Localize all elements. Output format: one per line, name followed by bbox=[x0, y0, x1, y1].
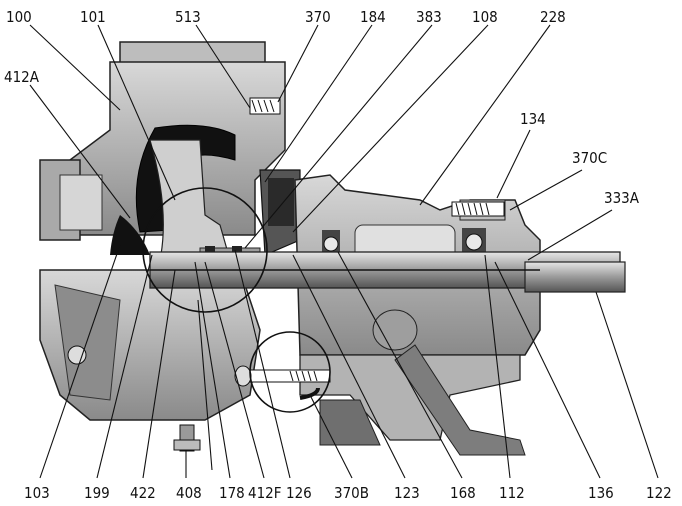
label-370B: 370B bbox=[334, 484, 369, 502]
label-123: 123 bbox=[394, 484, 420, 502]
flow-arrow bbox=[299, 387, 320, 400]
studs bbox=[67, 97, 505, 452]
label-122: 122 bbox=[646, 484, 672, 502]
label-136: 136 bbox=[588, 484, 614, 502]
callout-labels: 100 101 513 370 184 383 108 228 412A 134… bbox=[4, 8, 672, 502]
label-168: 168 bbox=[450, 484, 476, 502]
label-370C: 370C bbox=[572, 149, 607, 167]
detail-circle-lower bbox=[249, 331, 331, 413]
label-383: 383 bbox=[416, 8, 442, 26]
label-100: 100 bbox=[6, 8, 32, 26]
label-108: 108 bbox=[472, 8, 498, 26]
label-513: 513 bbox=[175, 8, 201, 26]
label-126: 126 bbox=[286, 484, 312, 502]
label-178: 178 bbox=[219, 484, 245, 502]
label-408: 408 bbox=[176, 484, 202, 502]
label-333A: 333A bbox=[604, 189, 640, 207]
label-134: 134 bbox=[520, 110, 546, 128]
label-184: 184 bbox=[360, 8, 386, 26]
label-228: 228 bbox=[540, 8, 566, 26]
shaft-extension bbox=[524, 261, 626, 293]
label-412A: 412A bbox=[4, 68, 40, 86]
label-112: 112 bbox=[499, 484, 525, 502]
leader-lines bbox=[29, 24, 659, 479]
label-370: 370 bbox=[305, 8, 331, 26]
label-199: 199 bbox=[84, 484, 110, 502]
impeller bbox=[149, 139, 231, 261]
label-103: 103 bbox=[24, 484, 50, 502]
label-101: 101 bbox=[80, 8, 106, 26]
label-412F: 412F bbox=[248, 484, 282, 502]
label-422: 422 bbox=[130, 484, 156, 502]
detail-circle-upper bbox=[142, 187, 268, 313]
